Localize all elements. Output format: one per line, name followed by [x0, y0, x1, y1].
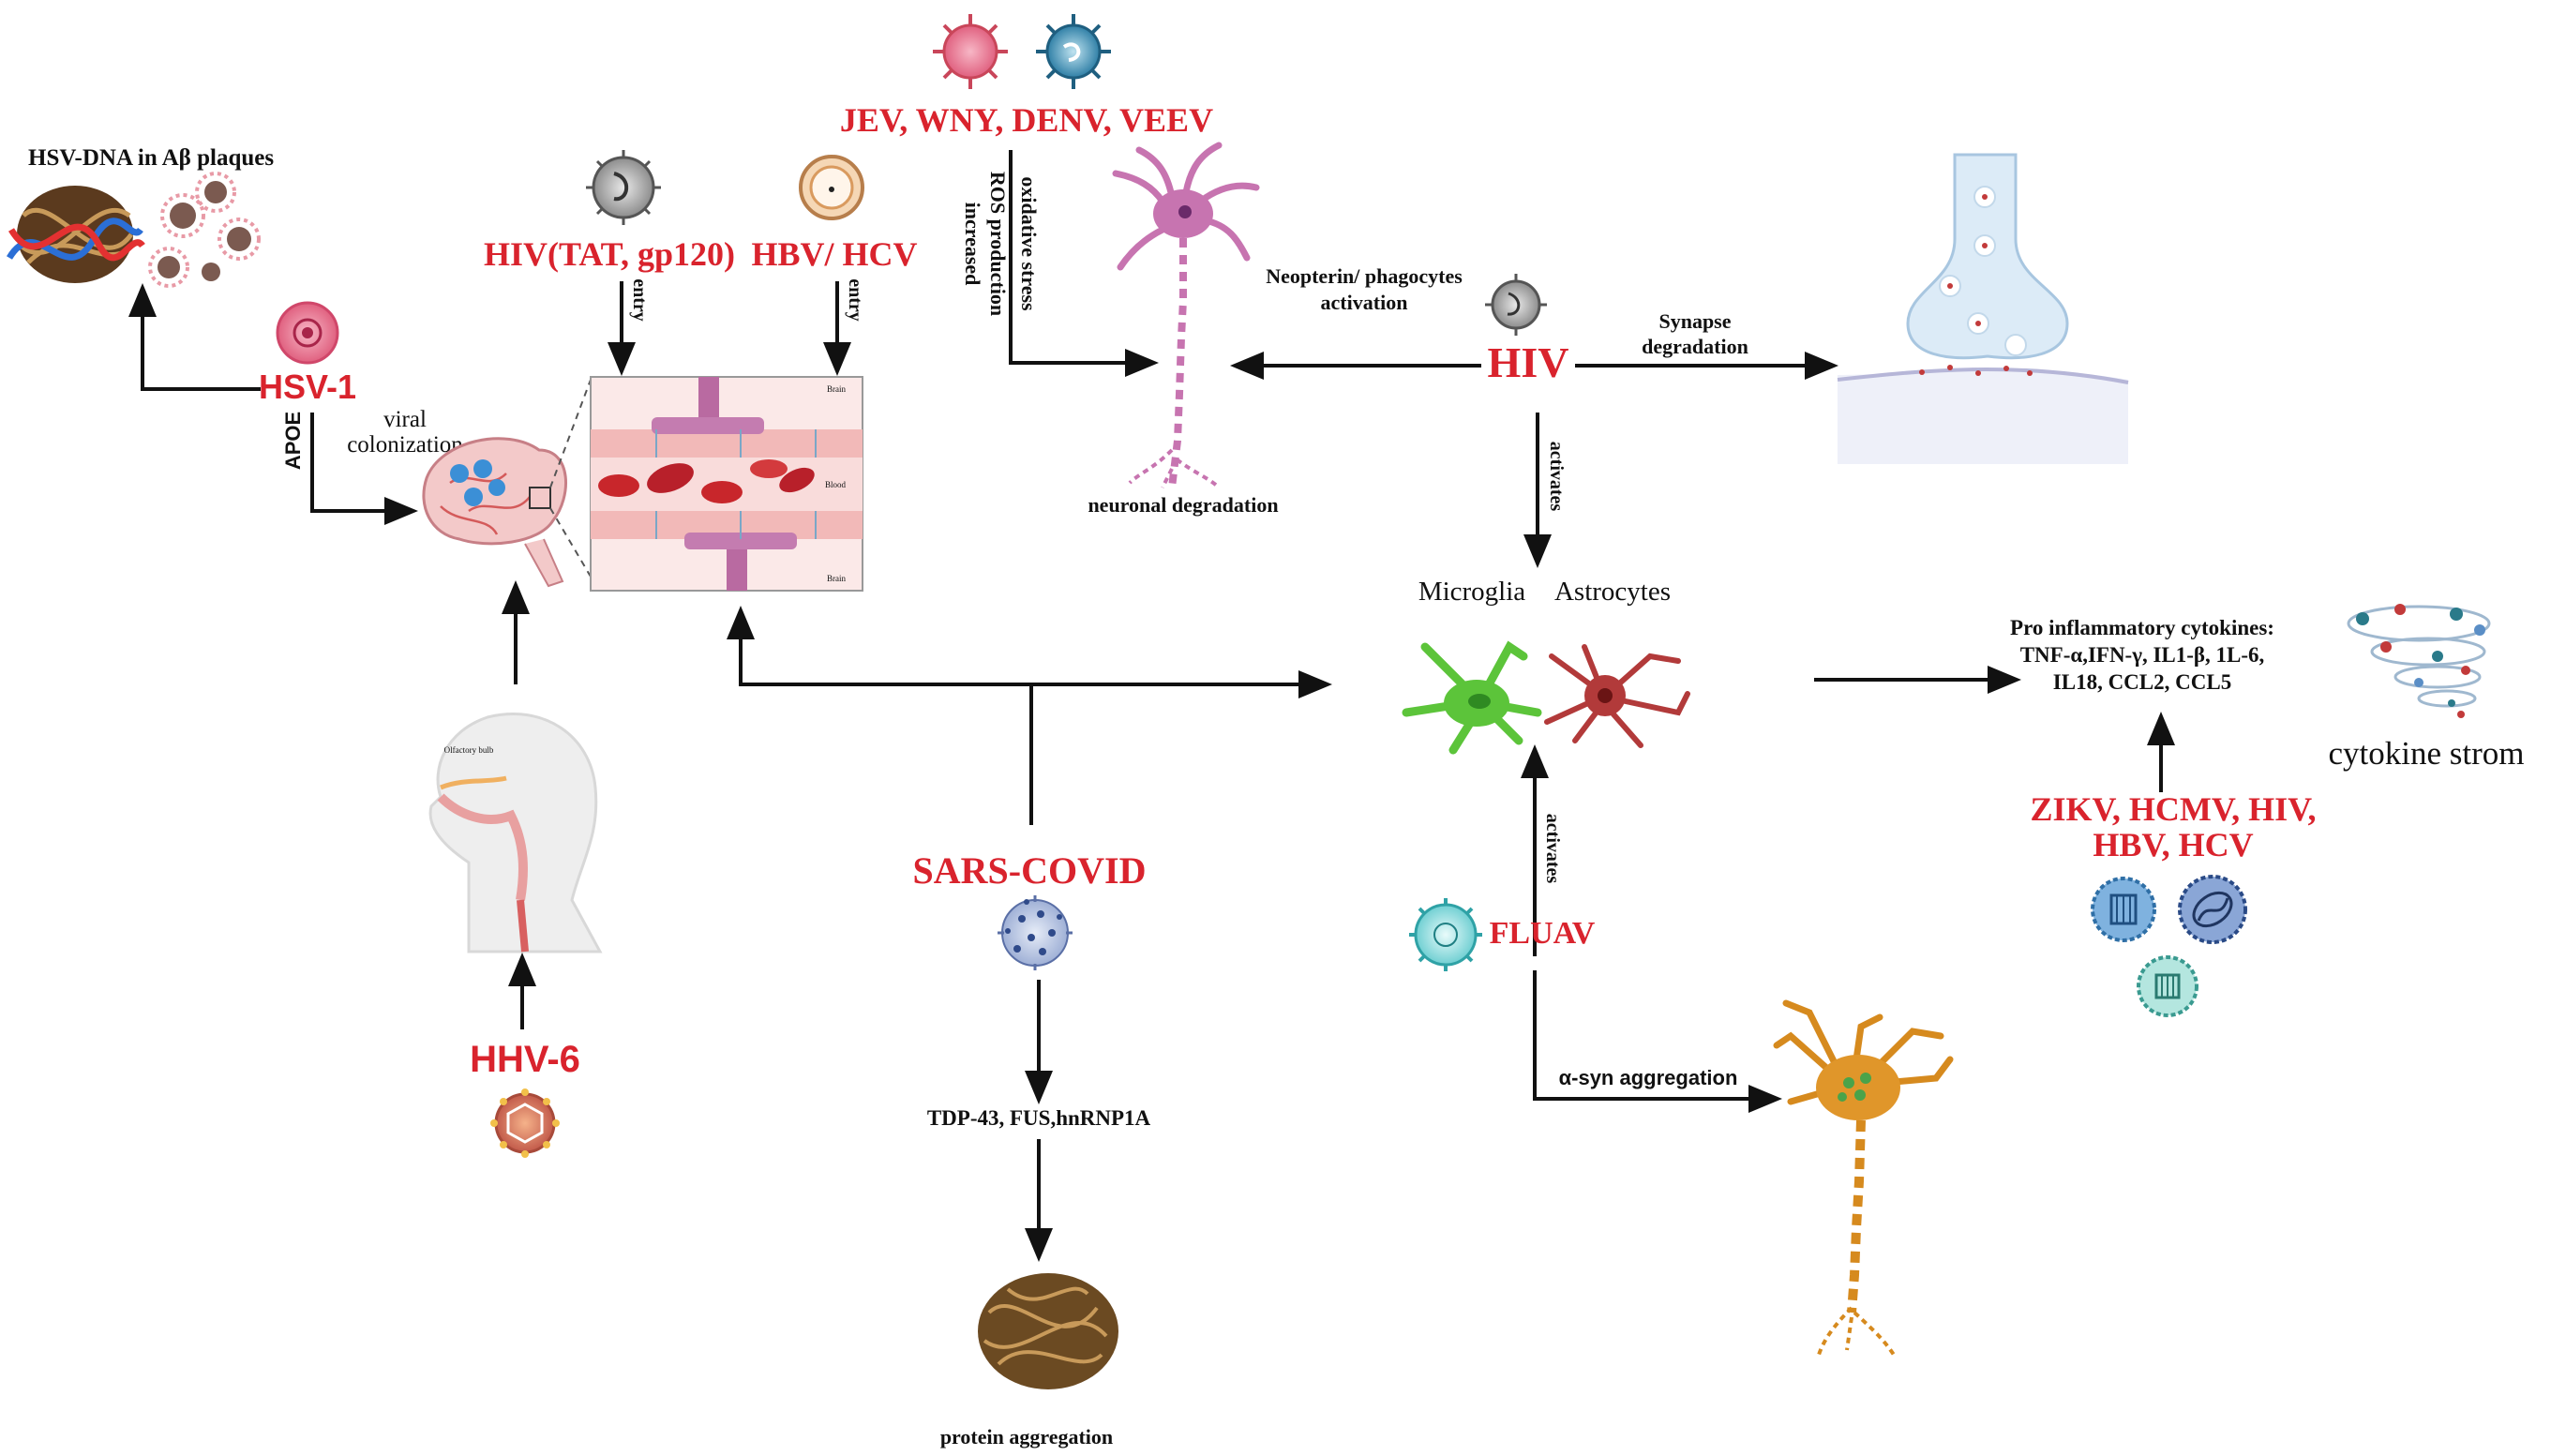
- cytokines-title-label: Pro inflammatory cytokines:: [2010, 616, 2274, 639]
- cytokines-list-2-label: IL18, CCL2, CCL5: [2053, 670, 2231, 694]
- hsv-virus-icon: [276, 301, 339, 365]
- zikv-virus-icon: [2091, 877, 2156, 942]
- astrocytes-label: Astrocytes: [1554, 577, 1671, 607]
- synapse-image: [1837, 153, 2129, 464]
- infected-brain-image: [422, 437, 567, 588]
- ros-production-label: ROS production: [986, 172, 1010, 316]
- zikv-group-label-1: ZIKV, HCMV, HIV,: [2030, 790, 2316, 828]
- arrow-covid-to-glia: [1029, 670, 1332, 825]
- entry-right-label: entry: [845, 278, 865, 322]
- neuronal-degradation-label: neuronal degradation: [1088, 493, 1278, 517]
- blood-brain-barrier-panel: [590, 376, 863, 592]
- colonization-label: colonization: [347, 432, 463, 458]
- hcmv-virus-icon: [2178, 875, 2247, 944]
- tdp43-label: TDP-43, FUS,hnRNP1A: [927, 1106, 1151, 1130]
- hhv6-label: HHV-6: [470, 1039, 580, 1080]
- activates-bottom-label: activates: [1542, 814, 1563, 884]
- hbv-virus-icon: [799, 155, 864, 220]
- hiv-virus-icon: [586, 150, 661, 225]
- flavivirus-label: JEV, WNY, DENV, VEEV: [840, 101, 1213, 139]
- fluav-label: FLUAV: [1490, 916, 1596, 951]
- ros-increased-label: increased: [961, 203, 984, 286]
- asyn-aggregation-label: α-syn aggregation: [1559, 1066, 1738, 1089]
- head-olfactory-image: [428, 713, 603, 953]
- cytokine-storm-tornado-image: [2347, 604, 2491, 718]
- denv-virus-icon: [1036, 14, 1111, 89]
- neopterin-label: Neopterin/ phagocytes: [1266, 264, 1463, 288]
- protein-aggregation-label: protein aggregation: [940, 1425, 1113, 1448]
- amyloid-cells-image: [148, 172, 261, 288]
- oxidative-stress-label: oxidative stress: [1017, 176, 1041, 311]
- arrow-hsv-to-plaque: [128, 283, 261, 391]
- covid-virus-icon: [998, 895, 1073, 970]
- protein-aggregate-image: [978, 1273, 1118, 1389]
- viral-label: viral: [383, 407, 427, 432]
- arrow-covid-to-bbb: [727, 606, 1031, 686]
- cytokine-storm-label: cytokine strom: [2329, 735, 2525, 772]
- activation-label: activation: [1321, 291, 1408, 314]
- hiv-tat-label: HIV(TAT, gp120): [484, 235, 735, 273]
- hbv-hcv-label: HBV/ HCV: [751, 235, 917, 273]
- cytokines-list-1-label: TNF-α,IFN-γ, IL1-β, 1L-6,: [2020, 643, 2265, 667]
- apoe-label: APOE: [281, 412, 305, 470]
- bbb-brain-top-label: Brain: [827, 384, 846, 394]
- zoom-line-bottom: [549, 507, 592, 578]
- bbb-brain-bottom-label: Brain: [827, 574, 846, 583]
- microglia-image: [1402, 640, 1542, 755]
- fluav-virus-icon: [1409, 898, 1482, 971]
- olfactory-bulb-label: Olfactory bulb: [444, 745, 494, 755]
- arrow-fluav-to-asyn: [1533, 970, 1782, 1113]
- orange-neuron-image: [1773, 999, 1954, 1357]
- bbb-blood-label: Blood: [825, 480, 847, 489]
- zikv-group-label-2: HBV, HCV: [2093, 826, 2253, 863]
- amyloid-plaque-dna-image: [7, 186, 145, 283]
- hsv-dna-label: HSV-DNA in Aβ plaques: [28, 145, 274, 171]
- sars-covid-label: SARS-COVID: [913, 849, 1147, 892]
- pink-neuron-image: [1112, 142, 1260, 489]
- arrow-flavivirus-to-neuron: [1009, 150, 1159, 377]
- degradation-label: degradation: [1642, 335, 1748, 358]
- zoom-line-top: [549, 379, 592, 488]
- arrow-apoe-to-brain: [310, 413, 418, 525]
- microglia-label: Microglia: [1418, 577, 1525, 607]
- hhv6-virus-icon: [490, 1088, 560, 1158]
- synapse-label: Synapse: [1658, 309, 1731, 333]
- hiv-teal-virus-icon: [2137, 955, 2198, 1017]
- hsv1-label: HSV-1: [259, 368, 356, 406]
- astrocyte-image: [1544, 644, 1690, 748]
- jev-virus-icon: [933, 14, 1008, 89]
- entry-left-label: entry: [629, 278, 650, 322]
- activates-top-label: activates: [1546, 442, 1567, 512]
- hiv-center-label: HIV: [1488, 338, 1569, 386]
- hiv-small-virus-icon: [1485, 274, 1547, 336]
